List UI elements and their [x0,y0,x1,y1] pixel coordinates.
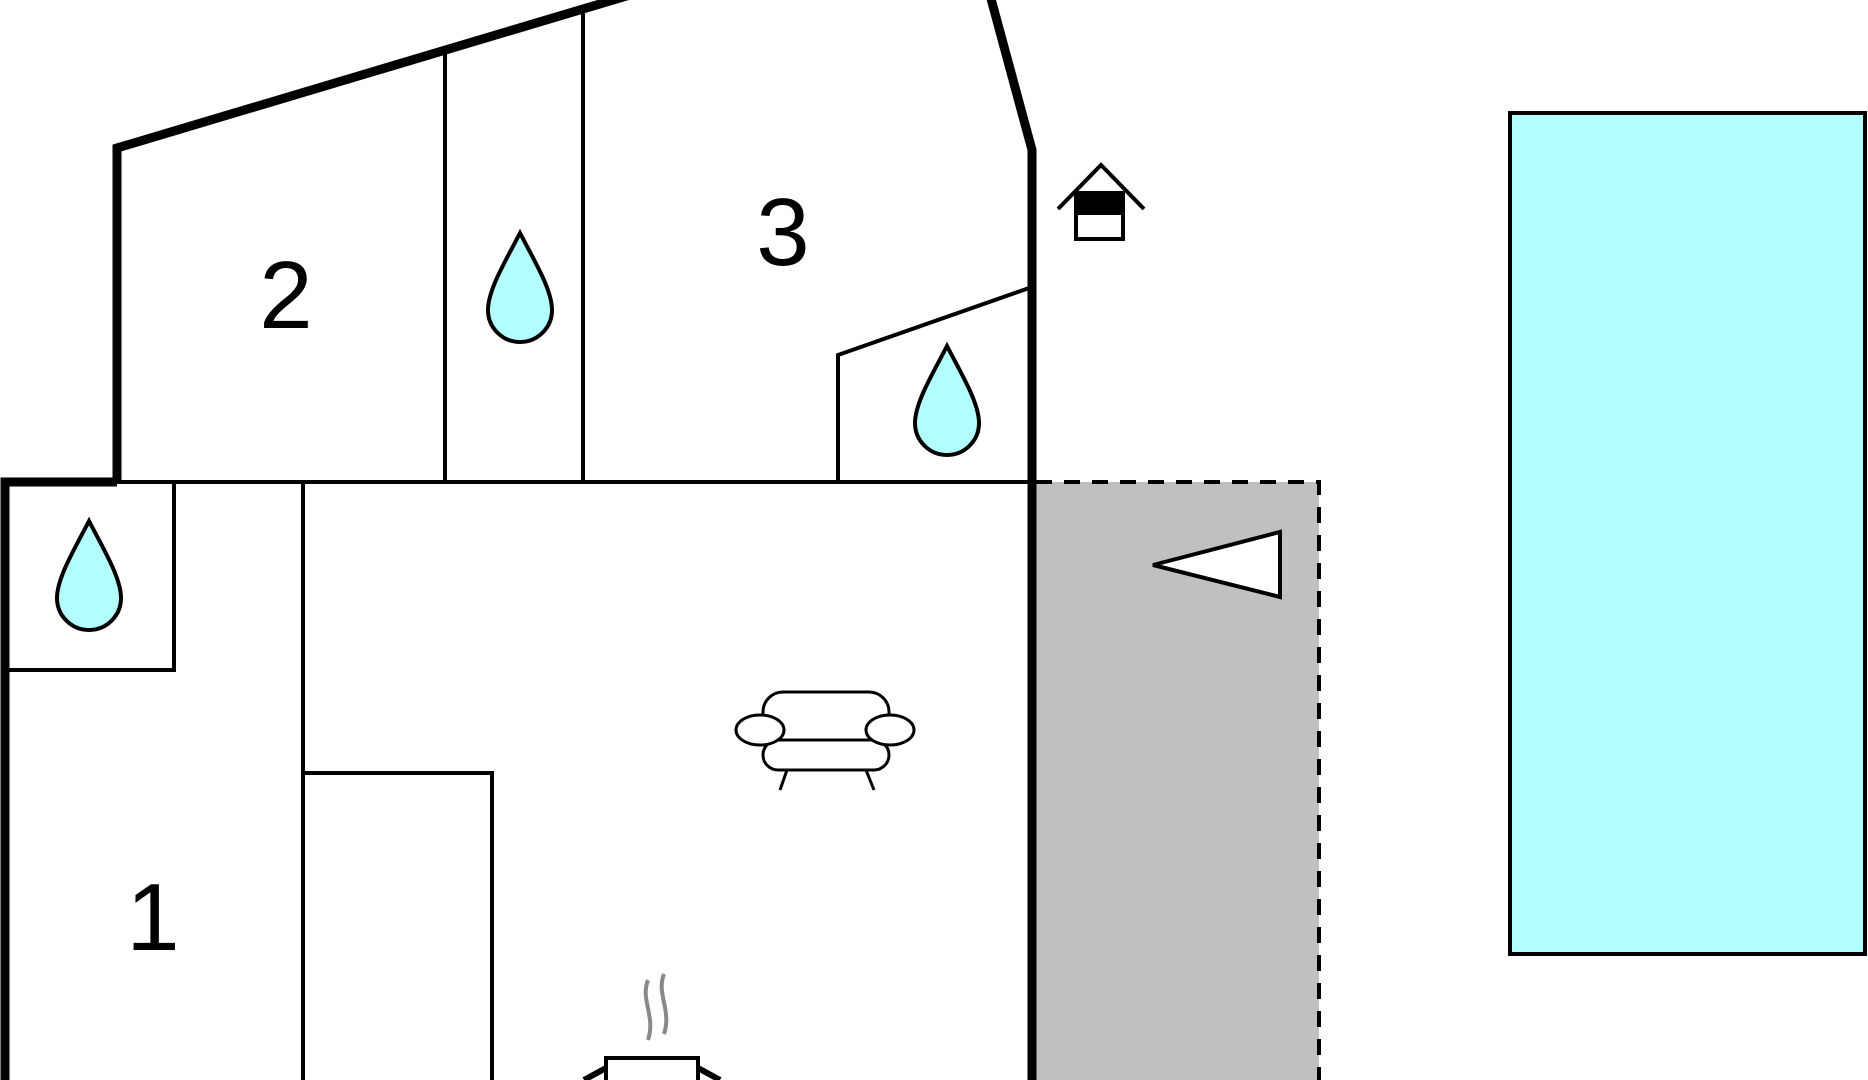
sofa-icon [734,690,916,791]
water-drop-icon [485,228,555,344]
stove-icon [582,973,722,1080]
room-label-1: 1 [126,864,179,971]
entrance-arrow-icon [1152,529,1282,600]
house-icon [1056,162,1146,241]
water-drop-icon [54,516,124,632]
exterior-walls [0,0,1037,1080]
swimming-pool [1508,111,1867,956]
room-label-3: 3 [756,179,809,286]
interior-walls [5,13,1033,1080]
room-label-2: 2 [259,242,312,349]
water-drop-icon [912,341,982,457]
